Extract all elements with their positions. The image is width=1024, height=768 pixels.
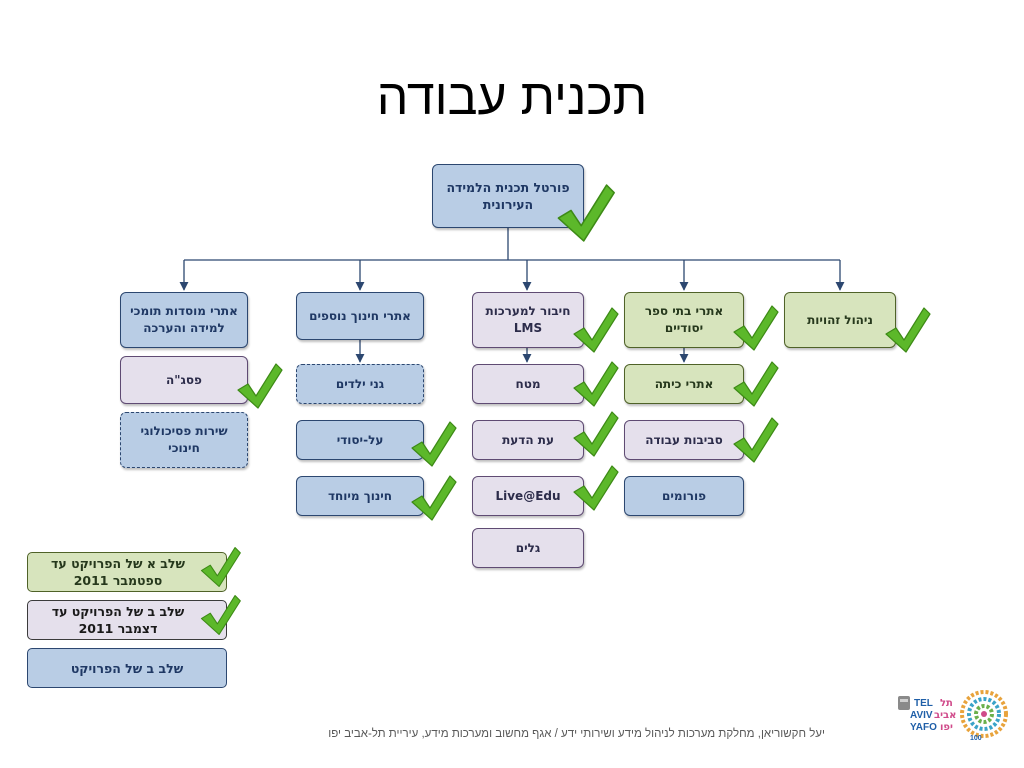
legend-phase-b: שלב ב של הפרויקט <box>27 648 227 688</box>
checkmark-icon <box>573 465 619 511</box>
legend-phase-b-december: שלב ב של הפרויקט עד דצמבר 2011 <box>27 600 227 640</box>
tel-aviv-yafo-logo: TEL AVIV YAFO תל אביב יפו 100 <box>898 690 1008 742</box>
node-elementary-school-sites: אתרי בתי ספר יסודיים <box>624 292 744 348</box>
node-galim: גלים <box>472 528 584 568</box>
node-pisgah: פסג"ה <box>120 356 248 404</box>
checkmark-icon <box>573 411 619 457</box>
checkmark-icon <box>557 184 615 242</box>
node-post-primary: על-יסודי <box>296 420 424 460</box>
checkmark-icon <box>237 363 283 409</box>
page-title: תכנית עבודה <box>376 69 648 125</box>
node-psychological-service: שירות פסיכולוגי חינוכי <box>120 412 248 468</box>
legend-phase-a: שלב א של הפרויקט עד ספטמבר 2011 <box>27 552 227 592</box>
checkmark-icon <box>411 421 457 467</box>
checkmark-icon <box>733 305 779 351</box>
node-work-environments: סביבות עבודה <box>624 420 744 460</box>
municipality-emblem-icon <box>898 696 910 710</box>
checkmark-icon <box>200 547 241 587</box>
node-mattach: מטח <box>472 364 584 404</box>
logo-text-yafo-he: יפו <box>940 722 953 733</box>
logo-text-100: 100 <box>970 735 982 742</box>
checkmark-icon <box>733 417 779 463</box>
node-live-edu: Live@Edu <box>472 476 584 516</box>
checkmark-icon <box>200 595 241 635</box>
footer-credit: יעל חקשוריאן, מחלקת מערכות לניהול מידע ו… <box>328 728 825 740</box>
checkmark-icon <box>573 361 619 407</box>
node-portal: פורטל תכנית הלמידה העירונית <box>432 164 584 228</box>
node-special-education: חינוך מיוחד <box>296 476 424 516</box>
node-forums: פורומים <box>624 476 744 516</box>
checkmark-icon <box>411 475 457 521</box>
node-et-hadaat: עת הדעת <box>472 420 584 460</box>
checkmark-icon <box>573 307 619 353</box>
node-class-sites: אתרי כיתה <box>624 364 744 404</box>
node-lms-connection: חיבור למערכות LMS <box>472 292 584 348</box>
logo-text-tel: TEL <box>914 698 933 709</box>
node-kindergartens: גני ילדים <box>296 364 424 404</box>
node-support-institution-sites: אתרי מוסדות תומכי למידה והערכה <box>120 292 248 348</box>
node-extra-education-sites: אתרי חינוך נוספים <box>296 292 424 340</box>
logo-text-tel-he: תל <box>940 698 953 709</box>
centennial-mosaic-icon <box>960 690 1008 738</box>
logo-text-aviv-he: אביב <box>934 710 956 721</box>
checkmark-icon <box>733 361 779 407</box>
logo-text-aviv: AVIV <box>910 710 933 721</box>
checkmark-icon <box>885 307 931 353</box>
node-identity-management: ניהול זהויות <box>784 292 896 348</box>
logo-text-yafo: YAFO <box>910 722 937 733</box>
